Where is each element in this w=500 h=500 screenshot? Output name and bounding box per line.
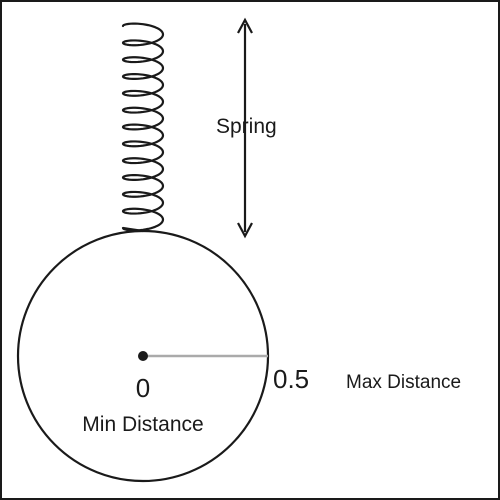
spring-arrow <box>237 17 253 239</box>
center-point <box>138 351 148 361</box>
max-distance-value: 0.5 <box>273 364 309 394</box>
spring-label: Spring <box>216 115 277 138</box>
spring-coil <box>121 22 165 233</box>
min-distance-label: Min Distance <box>82 413 203 436</box>
min-distance-value: 0 <box>136 373 150 403</box>
max-distance-label: Max Distance <box>346 372 461 393</box>
